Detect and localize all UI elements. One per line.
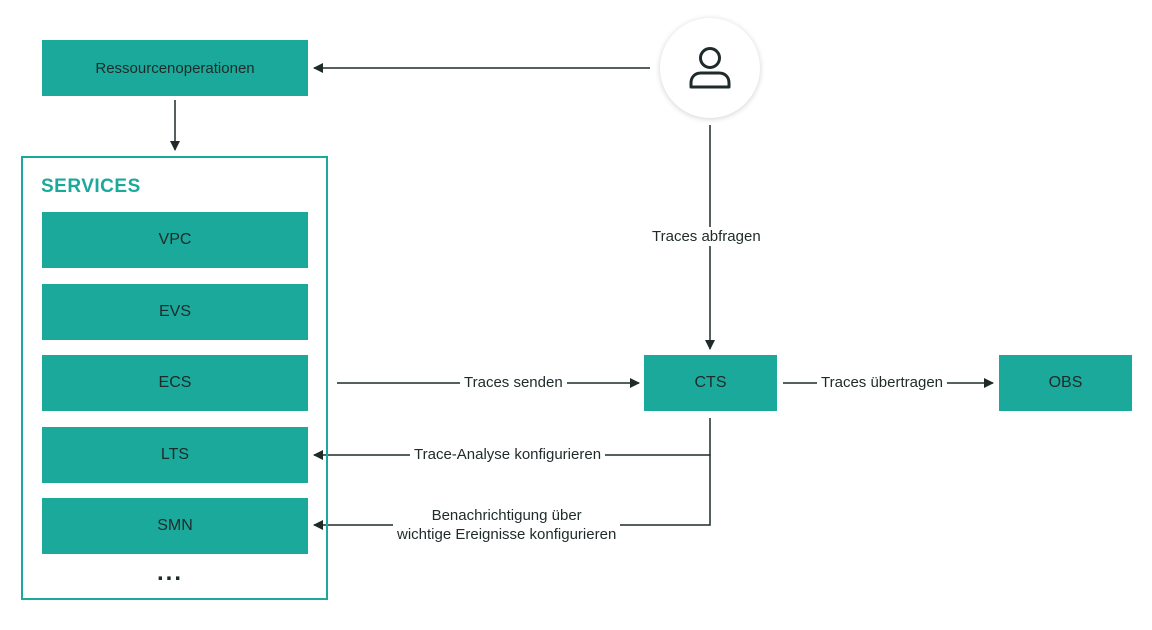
evs-label: EVS [158, 303, 191, 320]
user-node [660, 18, 760, 118]
cts-node: CTS [644, 355, 777, 411]
vpc-label: VPC [158, 231, 192, 248]
smn-label: SMN [157, 517, 193, 534]
obs-label: OBS [1048, 374, 1083, 391]
edge-label-traces-senden: Traces senden [460, 373, 567, 392]
ecs-label: ECS [158, 374, 192, 391]
evs-node: EVS [42, 284, 308, 340]
smn-node: SMN [42, 498, 308, 554]
obs-node: OBS [999, 355, 1132, 411]
lts-node: LTS [42, 427, 308, 483]
ecs-node: ECS [42, 355, 308, 411]
edge-label-traces-uebertragen: Traces übertragen [817, 373, 948, 392]
edge-label-traces-abfragen: Traces abfragen [648, 227, 765, 246]
services-title: SERVICES [41, 176, 141, 197]
user-icon [689, 47, 731, 89]
cts-label: CTS [694, 374, 727, 391]
ressourcenoperationen-node: Ressourcenoperationen [42, 40, 308, 96]
edge-label-trace-analyse: Trace-Analyse konfigurieren [410, 445, 606, 464]
ressourcenoperationen-label: Ressourcenoperationen [95, 59, 255, 77]
services-group [21, 156, 328, 600]
edge-label-benachrichtigung-line1: Benachrichtigung über [431, 507, 582, 524]
vpc-node: VPC [42, 212, 308, 268]
lts-label: LTS [160, 446, 190, 463]
more-services-ellipsis: ... [157, 559, 184, 586]
edge-label-benachrichtigung: Benachrichtigung über wichtige Ereigniss… [393, 506, 621, 544]
edge-label-benachrichtigung-line2: wichtige Ereignisse konfigurieren [397, 526, 617, 543]
